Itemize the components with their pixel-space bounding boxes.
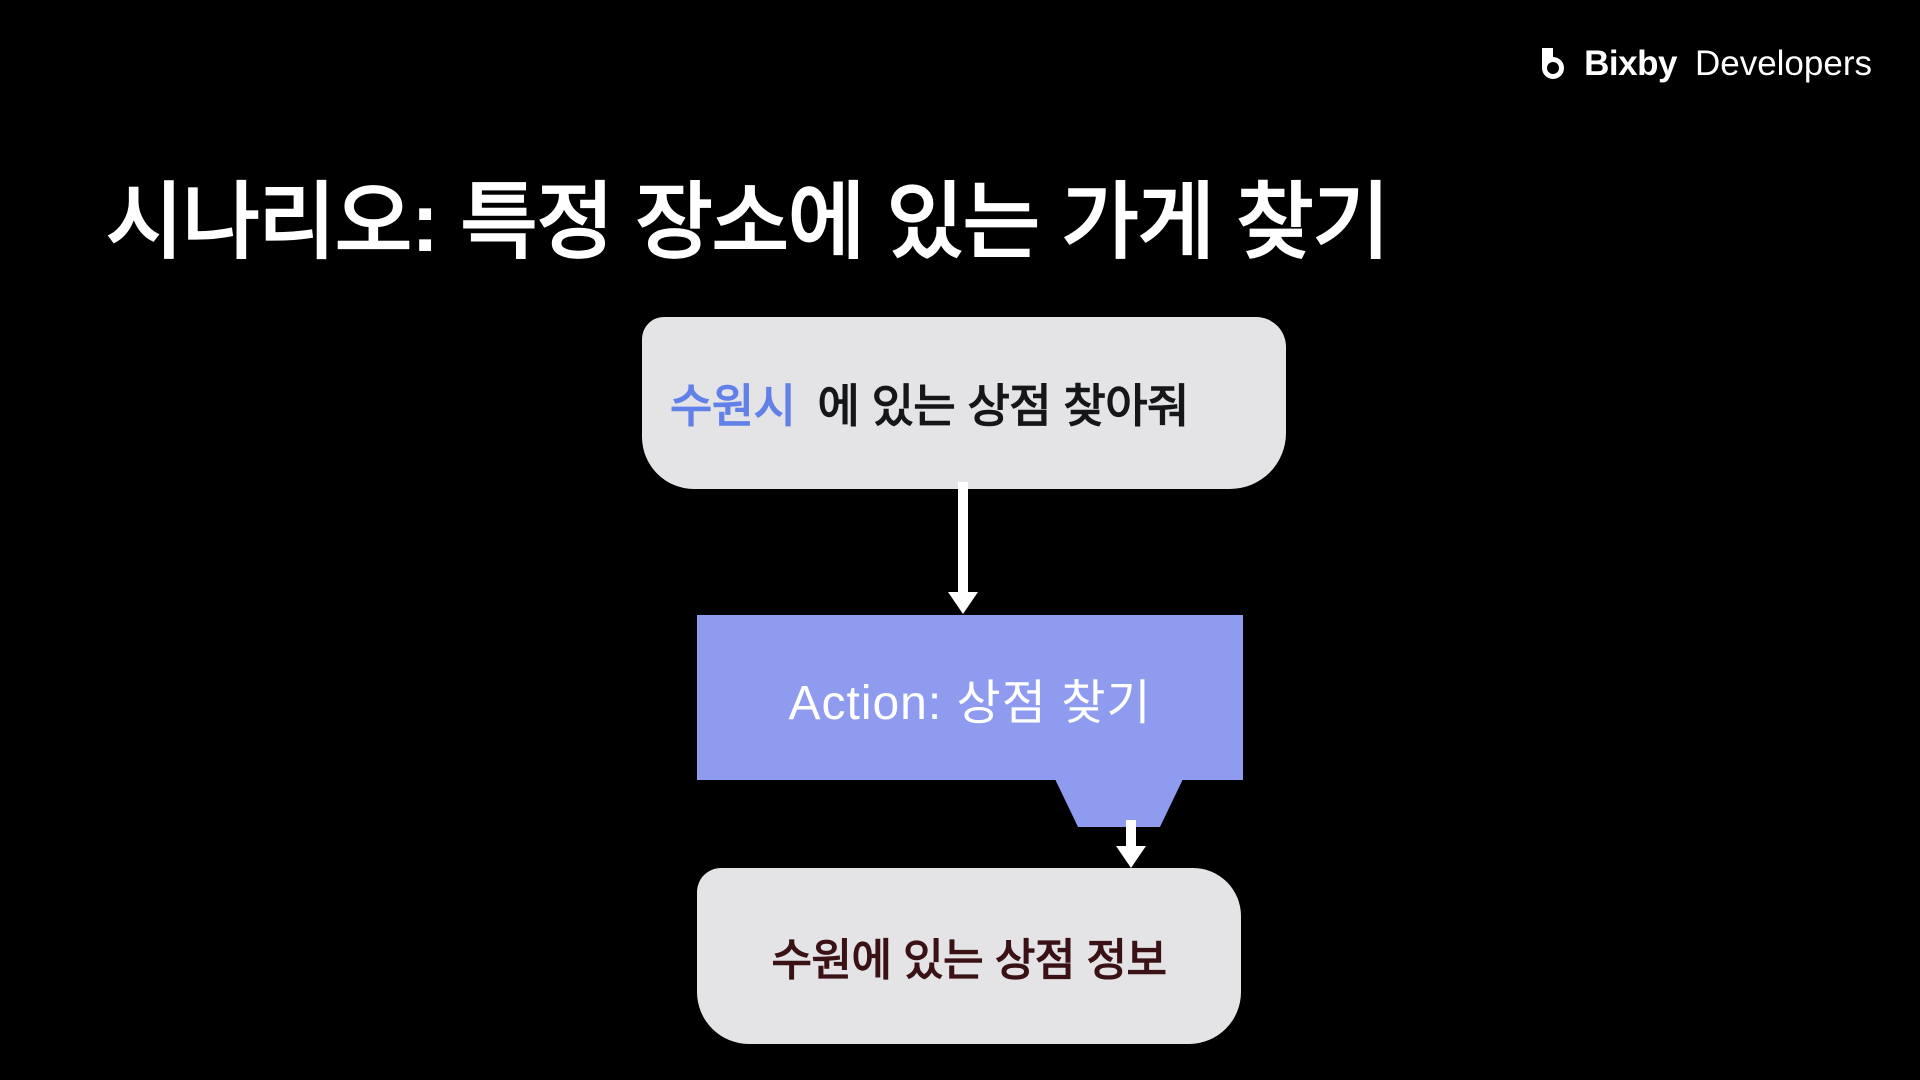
bixby-logo-icon	[1540, 46, 1574, 80]
utterance-bubble: 수원시 에 있는 상점 찾아줘	[642, 317, 1286, 489]
utterance-rest-text: 에 있는 상점 찾아줘	[817, 380, 1189, 432]
brand-suffix: Developers	[1694, 43, 1872, 83]
brand-name: Bixby	[1584, 43, 1677, 83]
result-text: 수원에 있는 상점 정보	[771, 936, 1168, 985]
utterance-slot-value: 수원시	[670, 380, 796, 432]
page-title: 시나리오: 특정 장소에 있는 가게 찾기	[106, 175, 1390, 270]
utterance-line: 수원시 에 있는 상점 찾아줘	[670, 370, 1189, 436]
down-arrow-icon-2	[1126, 820, 1136, 848]
trapezoid-tail-icon	[1055, 779, 1183, 827]
action-box-label: Action: 상점 찾기	[788, 676, 1152, 730]
action-box: Action: 상점 찾기	[697, 615, 1243, 780]
brand-logo: Bixby Developers	[1540, 40, 1872, 86]
down-arrow-icon-1	[958, 482, 968, 594]
result-bubble: 수원에 있는 상점 정보	[697, 868, 1241, 1044]
